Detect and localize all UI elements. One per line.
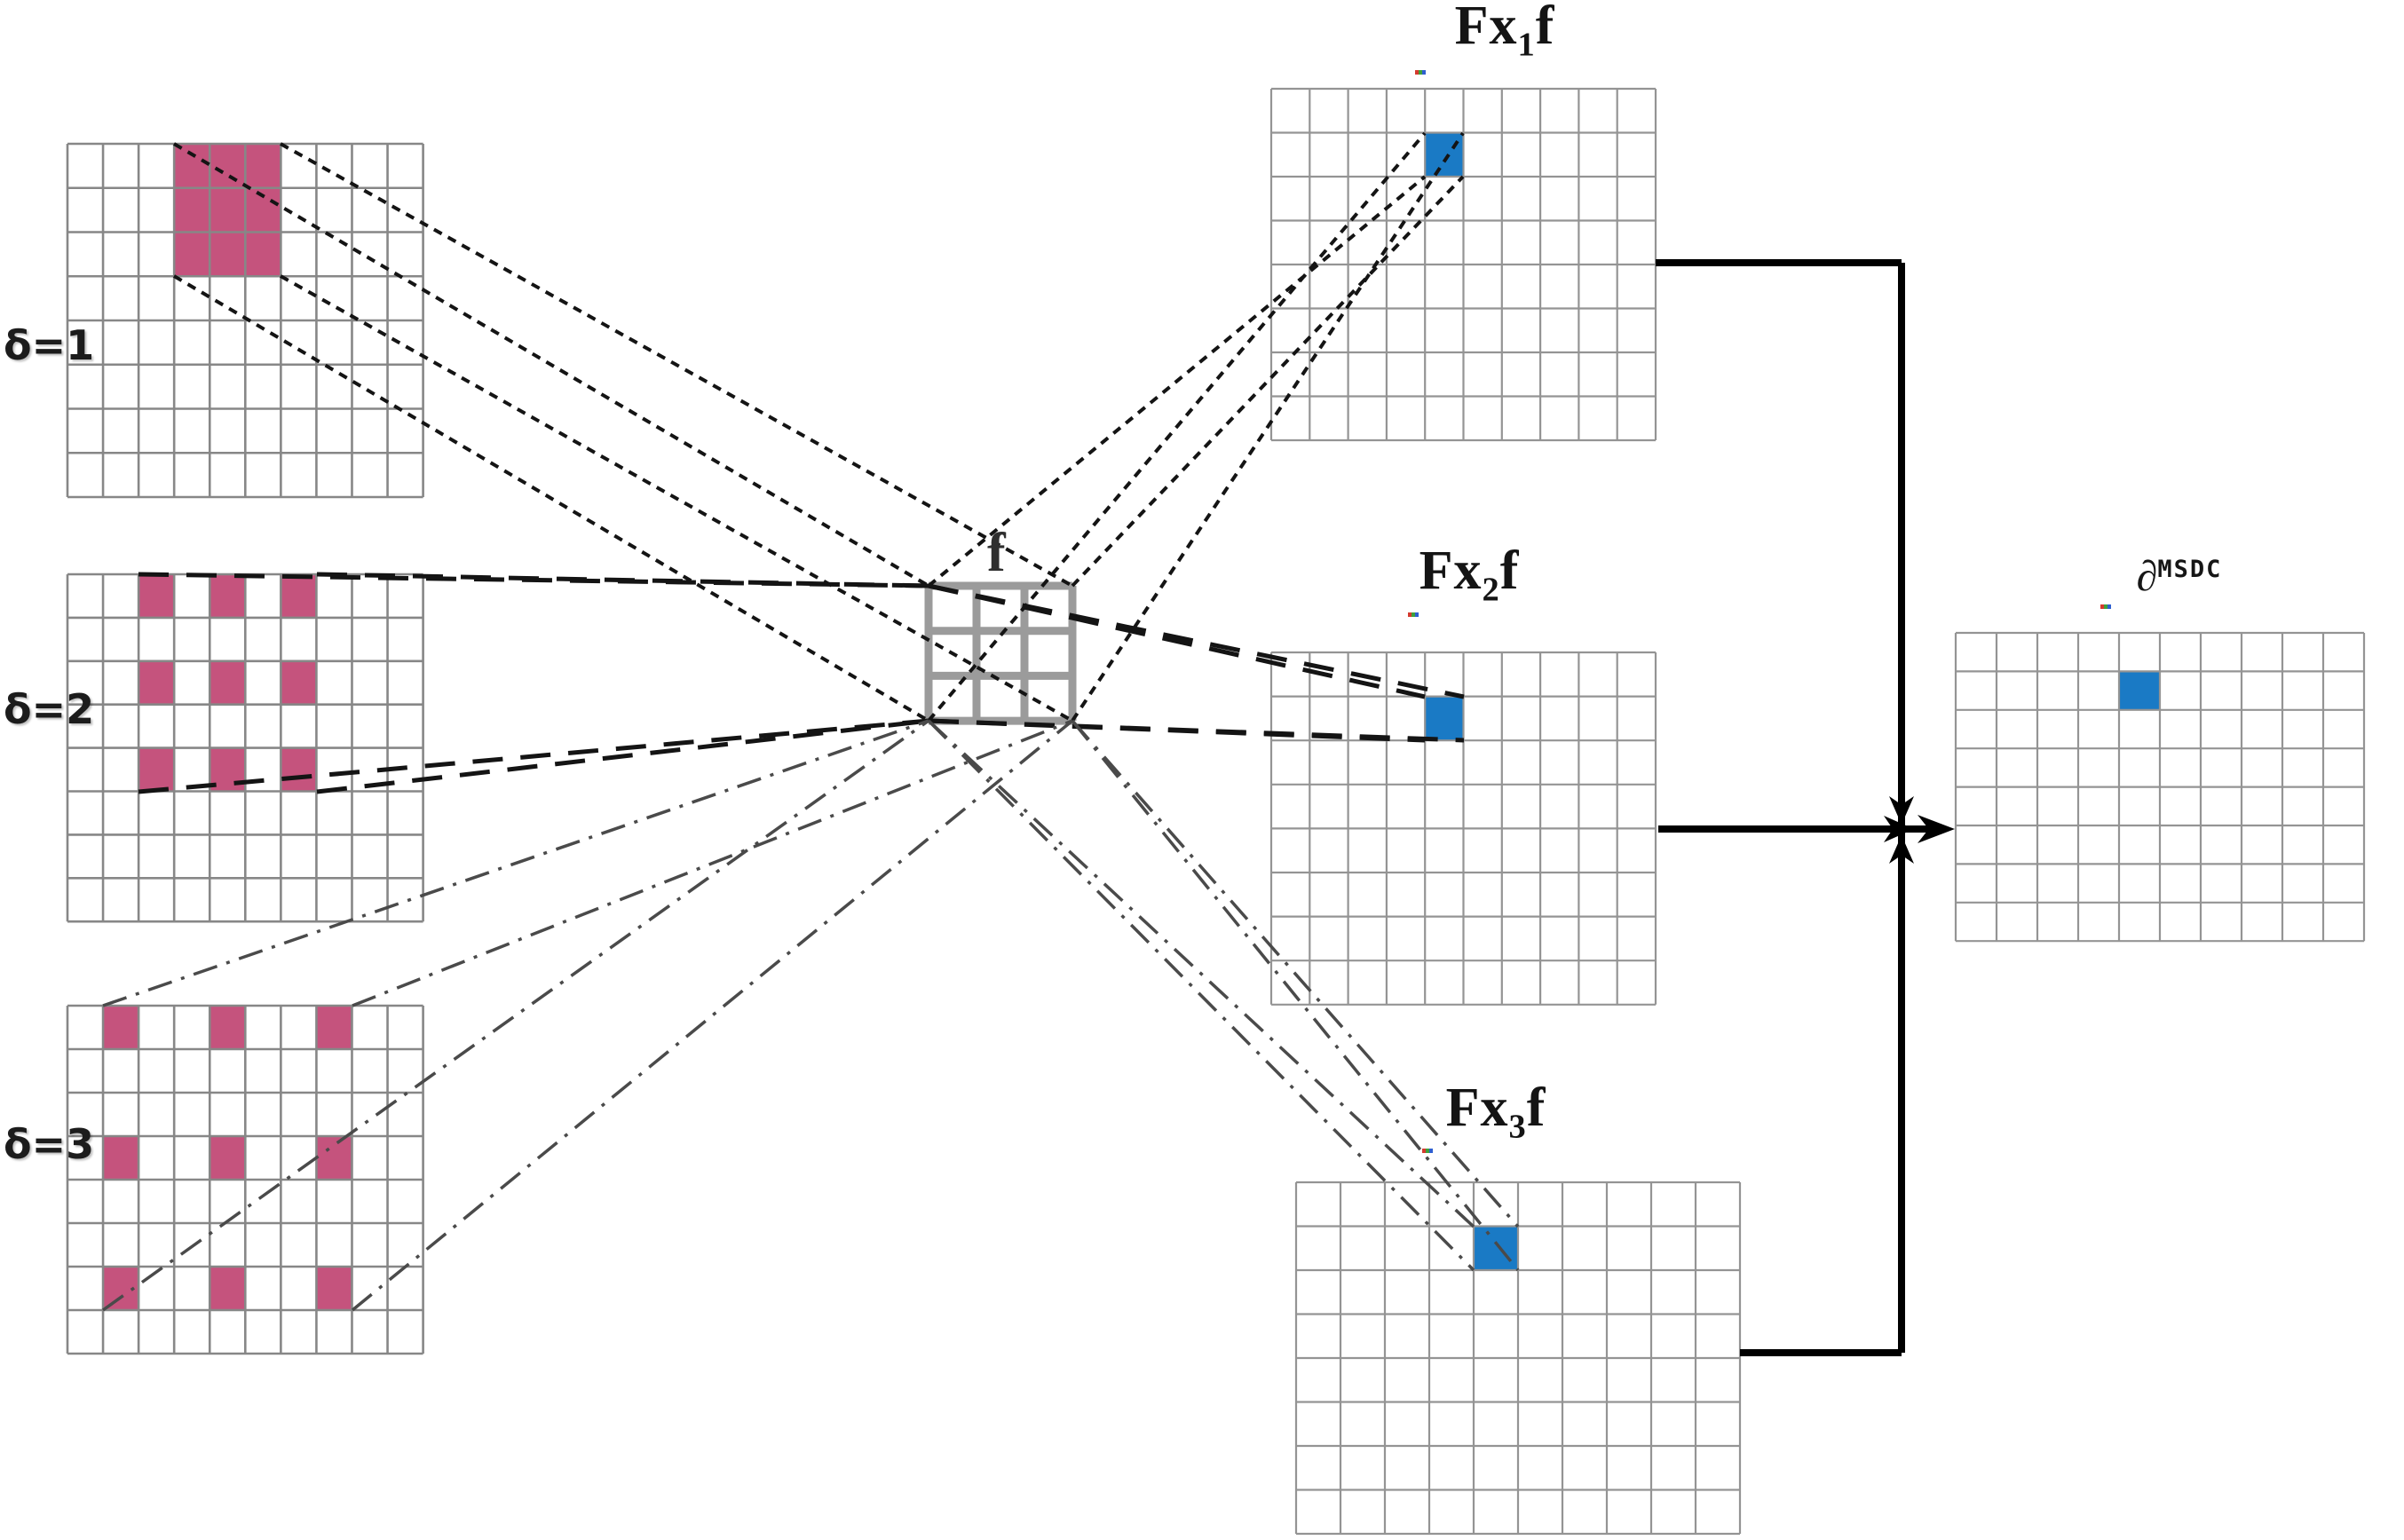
label-msdc-output: ∂MSDC	[2136, 553, 2223, 600]
highlight-cell	[245, 232, 281, 277]
highlight-cell	[1425, 132, 1464, 177]
link-dashdot	[352, 719, 1073, 1007]
highlight-cell	[210, 232, 246, 277]
label-dilation-3: δ=3	[4, 1120, 95, 1168]
artifact-speck-4	[2100, 604, 2111, 609]
highlight-cell	[2119, 671, 2160, 710]
highlight-cell	[138, 660, 175, 705]
highlight-cell	[210, 1267, 246, 1310]
link-dot	[1071, 175, 1465, 588]
link-dot	[172, 142, 930, 588]
highlight-cell	[174, 232, 210, 277]
grid-input-delta1	[66, 142, 424, 499]
link-dash	[316, 572, 929, 588]
link-dashdot	[1071, 719, 1520, 1272]
link-dash	[928, 583, 1465, 699]
grid-output-fx3f	[1294, 1181, 1742, 1536]
highlight-cell	[103, 1136, 139, 1180]
label-fx2f: Fx2f	[1419, 541, 1520, 609]
link-dot	[927, 175, 1427, 588]
highlight-cell	[281, 747, 317, 792]
link-dashdot	[927, 719, 1475, 1228]
grid-input-delta3	[66, 1004, 424, 1355]
label-fx1f: Fx1f	[1454, 0, 1555, 64]
highlight-cell	[316, 1136, 352, 1180]
highlight-cell	[245, 144, 281, 188]
label-kernel-f: f	[987, 523, 1006, 583]
link-dashdot	[351, 719, 1074, 1312]
highlight-cell	[281, 660, 317, 705]
grid-output-msdc	[1954, 631, 2366, 943]
highlight-cell	[210, 187, 246, 233]
highlight-cell	[210, 144, 246, 188]
artifact-speck-2	[1408, 612, 1419, 617]
arrowhead-right	[1884, 816, 1914, 842]
highlight-cell	[210, 574, 246, 618]
highlight-cell	[281, 574, 317, 618]
link-dot	[280, 142, 1073, 588]
link-dot	[927, 131, 1427, 723]
artifact-speck-3	[1422, 1149, 1433, 1153]
highlight-cell	[210, 660, 246, 705]
link-dash	[928, 718, 1465, 743]
label-dilation-2: δ=2	[4, 685, 95, 733]
arrowhead-right	[1918, 815, 1955, 843]
link-dash	[138, 718, 929, 794]
arrowhead-down	[1889, 796, 1914, 825]
highlight-cell	[210, 1006, 246, 1049]
link-dashdot	[102, 719, 929, 1007]
highlight-cell	[210, 1136, 246, 1180]
highlight-cell	[103, 1006, 139, 1049]
grid-output-fx2f	[1269, 651, 1657, 1006]
label-fx3f: Fx3f	[1445, 1078, 1546, 1146]
highlight-cell	[316, 1006, 352, 1049]
grid-input-delta2	[66, 573, 424, 923]
link-dash	[928, 583, 1426, 699]
link-dot	[1071, 131, 1465, 723]
link-dashdot	[1071, 719, 1520, 1228]
highlight-cell	[316, 1267, 352, 1310]
highlight-cell	[1474, 1226, 1518, 1270]
link-dot	[280, 274, 1073, 723]
highlight-cell	[174, 187, 210, 233]
projection-lines	[101, 131, 1520, 1312]
merge-arrows	[1656, 259, 1955, 1356]
artifact-speck-1	[1415, 70, 1426, 75]
label-dilation-1: δ=1	[4, 321, 95, 369]
link-dashdot	[927, 719, 1475, 1272]
arrowhead-up	[1889, 835, 1914, 864]
grid-output-fx1f	[1269, 87, 1657, 442]
highlight-cell	[138, 574, 175, 618]
highlight-cell	[1425, 696, 1464, 741]
link-dash	[316, 718, 929, 794]
highlight-cell	[174, 144, 210, 188]
highlight-cell	[138, 747, 175, 792]
link-dot	[172, 274, 930, 723]
